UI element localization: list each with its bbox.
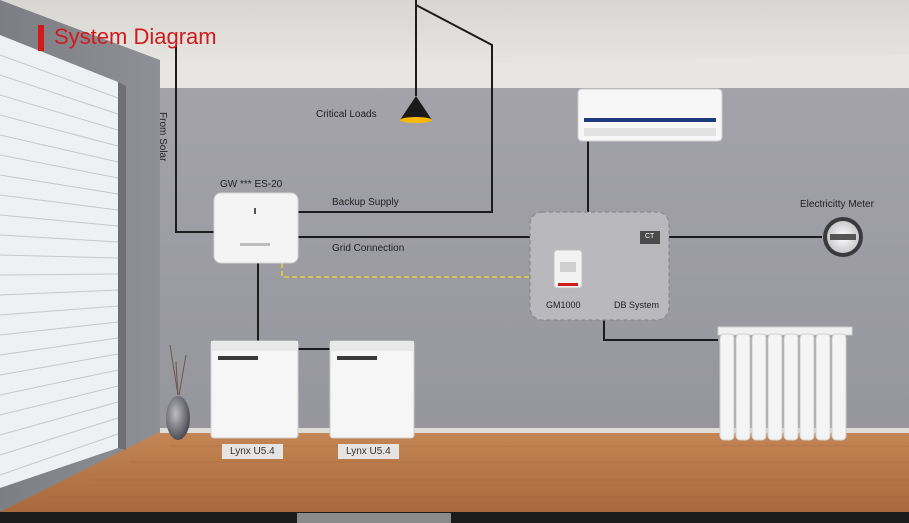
- window-blinds: [0, 35, 126, 488]
- label-electricity-meter: Electricitty Meter: [800, 199, 874, 210]
- label-battery-2: Lynx U5.4: [338, 444, 399, 459]
- battery-unit-2: [329, 340, 415, 439]
- label-grid-connection: Grid Connection: [332, 243, 405, 254]
- battery-unit-1: [210, 340, 299, 439]
- cornice: [160, 55, 909, 88]
- ct-clamp: [640, 231, 660, 244]
- baseboard: [160, 428, 909, 433]
- floor-boards: [45, 445, 909, 498]
- title-accent-bar: [38, 25, 44, 51]
- radiator: [717, 326, 853, 441]
- pendant-lamp: [400, 96, 432, 123]
- label-backup-supply: Backup Supply: [332, 197, 399, 208]
- label-ct: CT: [645, 233, 655, 240]
- label-inverter: GW *** ES-20: [220, 179, 283, 190]
- db-system-panel: [529, 211, 670, 321]
- gm1000-meter: [553, 249, 583, 289]
- inverter-unit: [213, 192, 299, 264]
- page-title: System Diagram: [54, 24, 217, 49]
- bottom-bar: [0, 512, 909, 523]
- air-conditioner: [577, 88, 723, 142]
- electricity-meter: [823, 217, 863, 257]
- video-thumbnail-strip: [297, 513, 451, 523]
- label-from-solar: From Solar: [157, 112, 168, 162]
- label-db-system: DB System: [614, 300, 660, 310]
- label-battery-1: Lynx U5.4: [222, 444, 283, 459]
- label-critical-loads: Critical Loads: [316, 109, 377, 120]
- floor: [0, 432, 909, 512]
- label-gm1000: GM1000: [546, 300, 581, 310]
- vase: [166, 344, 190, 440]
